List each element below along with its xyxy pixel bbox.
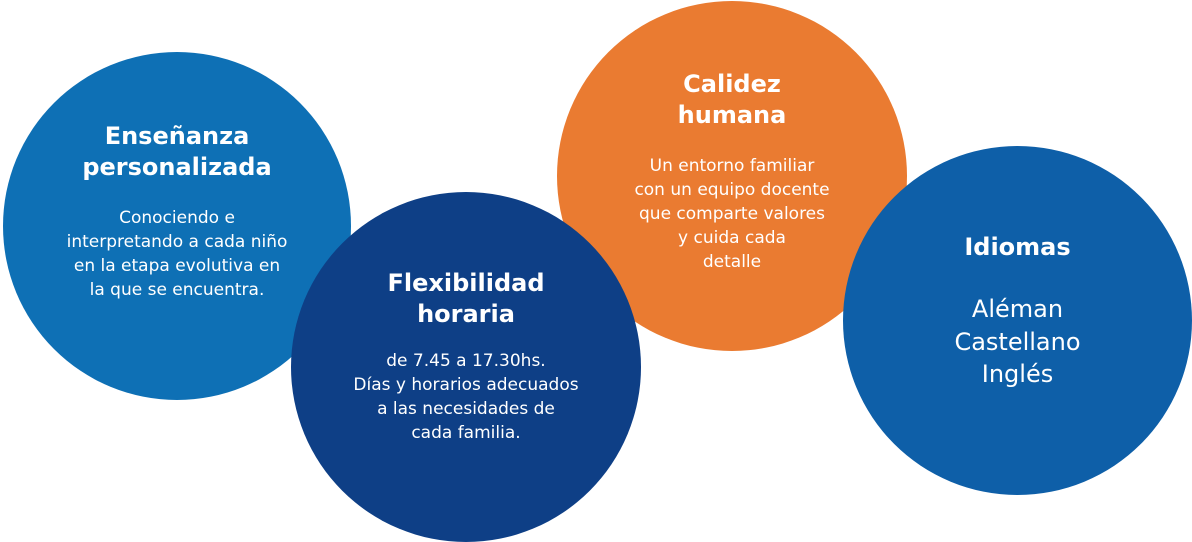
feature-circle-idiomas: Idiomas Aléman Castellano Inglés [843, 146, 1192, 495]
feature-description: Aléman Castellano Inglés [954, 295, 1081, 388]
feature-description: de 7.45 a 17.30hs. Días y horarios adecu… [353, 351, 579, 443]
feature-circle-ensenanza: Enseñanza personalizada Conociendo e int… [3, 52, 351, 400]
feature-title: Idiomas [964, 233, 1071, 261]
feature-description: Conociendo e interpretando a cada niño e… [66, 208, 288, 300]
feature-circle-flexibilidad: Flexibilidad horaria de 7.45 a 17.30hs. … [291, 192, 641, 542]
feature-description: Un entorno familiar con un equipo docent… [634, 156, 830, 272]
feature-title: Flexibilidad horaria [387, 269, 545, 329]
feature-title: Enseñanza personalizada [82, 122, 272, 182]
feature-title: Calidez humana [677, 70, 787, 130]
